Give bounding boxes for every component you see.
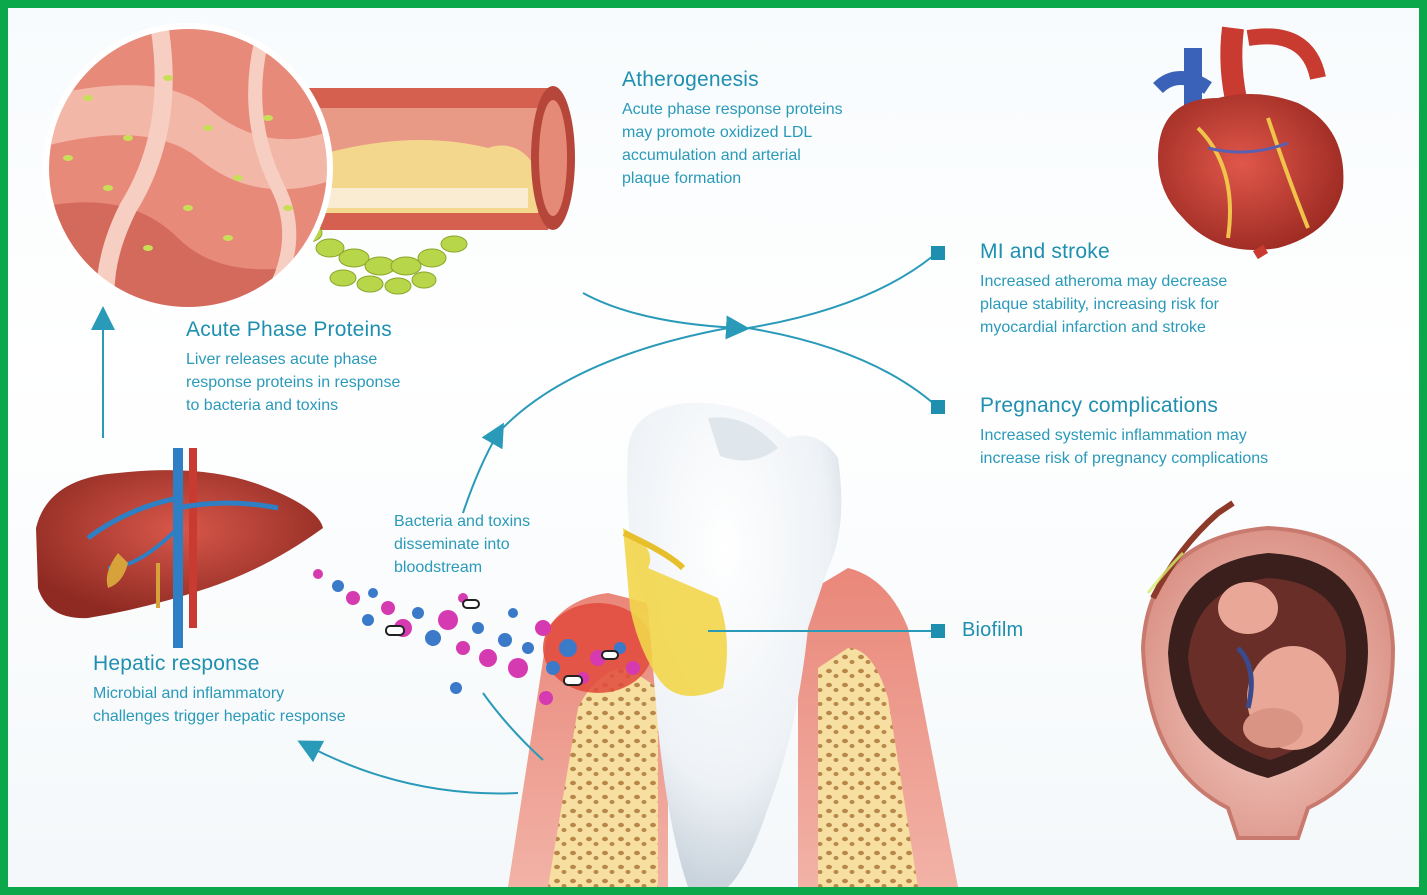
pregnancy-line: increase risk of pregnancy complications	[980, 447, 1400, 470]
mi-stroke-block: MI and stroke Increased atheroma may dec…	[980, 240, 1360, 339]
liver-illustration	[36, 448, 323, 648]
mi-stroke-line: plaque stability, increasing risk for	[980, 293, 1360, 316]
atherogenesis-line: Acute phase response proteins	[622, 98, 962, 121]
hepatic-title: Hepatic response	[93, 652, 453, 676]
hepatic-block: Hepatic response Microbial and inflammat…	[93, 652, 453, 728]
arrow-bloodstream-up	[463, 433, 498, 513]
hepatic-line: challenges trigger hepatic response	[93, 705, 453, 728]
hepatic-text: Microbial and inflammatory challenges tr…	[93, 682, 453, 728]
bacteria-line: disseminate into	[394, 533, 614, 556]
womb-illustration	[1143, 503, 1393, 838]
mi-stroke-line: Increased atheroma may decrease	[980, 270, 1360, 293]
pregnancy-bullet	[931, 400, 945, 414]
arrow-artery-to-center	[583, 293, 738, 328]
mi-stroke-line: myocardial infarction and stroke	[980, 316, 1360, 339]
atherogenesis-block: Atherogenesis Acute phase response prote…	[622, 68, 962, 190]
pregnancy-text: Increased systemic inflammation may incr…	[980, 424, 1400, 470]
biofilm-label: Biofilm	[962, 619, 1023, 642]
acute-phase-text: Liver releases acute phase response prot…	[186, 348, 506, 417]
artery-illustration	[38, 18, 575, 318]
arrow-center-to-pregnancy	[748, 328, 933, 403]
atherogenesis-line: may promote oxidized LDL	[622, 121, 962, 144]
diagram-frame: Atherogenesis Acute phase response prote…	[8, 8, 1419, 887]
acute-phase-line: response proteins in response	[186, 371, 506, 394]
acute-phase-line: Liver releases acute phase	[186, 348, 506, 371]
acute-phase-line: to bacteria and toxins	[186, 394, 506, 417]
hepatic-line: Microbial and inflammatory	[93, 682, 453, 705]
atherogenesis-title: Atherogenesis	[622, 68, 962, 92]
heart-illustration	[1158, 28, 1343, 256]
acute-phase-title: Acute Phase Proteins	[186, 318, 506, 342]
mi-stroke-text: Increased atheroma may decrease plaque s…	[980, 270, 1360, 339]
pregnancy-line: Increased systemic inflammation may	[980, 424, 1400, 447]
atherogenesis-line: plaque formation	[622, 167, 962, 190]
bacteria-caption: Bacteria and toxins disseminate into blo…	[394, 510, 614, 579]
mi-stroke-bullet	[931, 246, 945, 260]
acute-phase-block: Acute Phase Proteins Liver releases acut…	[186, 318, 506, 417]
biofilm-bullet	[931, 624, 945, 638]
mi-stroke-title: MI and stroke	[980, 240, 1360, 264]
atherogenesis-text: Acute phase response proteins may promot…	[622, 98, 962, 190]
pregnancy-title: Pregnancy complications	[980, 394, 1400, 418]
pregnancy-block: Pregnancy complications Increased system…	[980, 394, 1400, 470]
atherogenesis-line: accumulation and arterial	[622, 144, 962, 167]
arrow-teeth-to-liver	[308, 746, 518, 793]
arrow-center-to-mi	[748, 256, 933, 328]
bacteria-line: Bacteria and toxins	[394, 510, 614, 533]
bacteria-line: bloodstream	[394, 556, 614, 579]
